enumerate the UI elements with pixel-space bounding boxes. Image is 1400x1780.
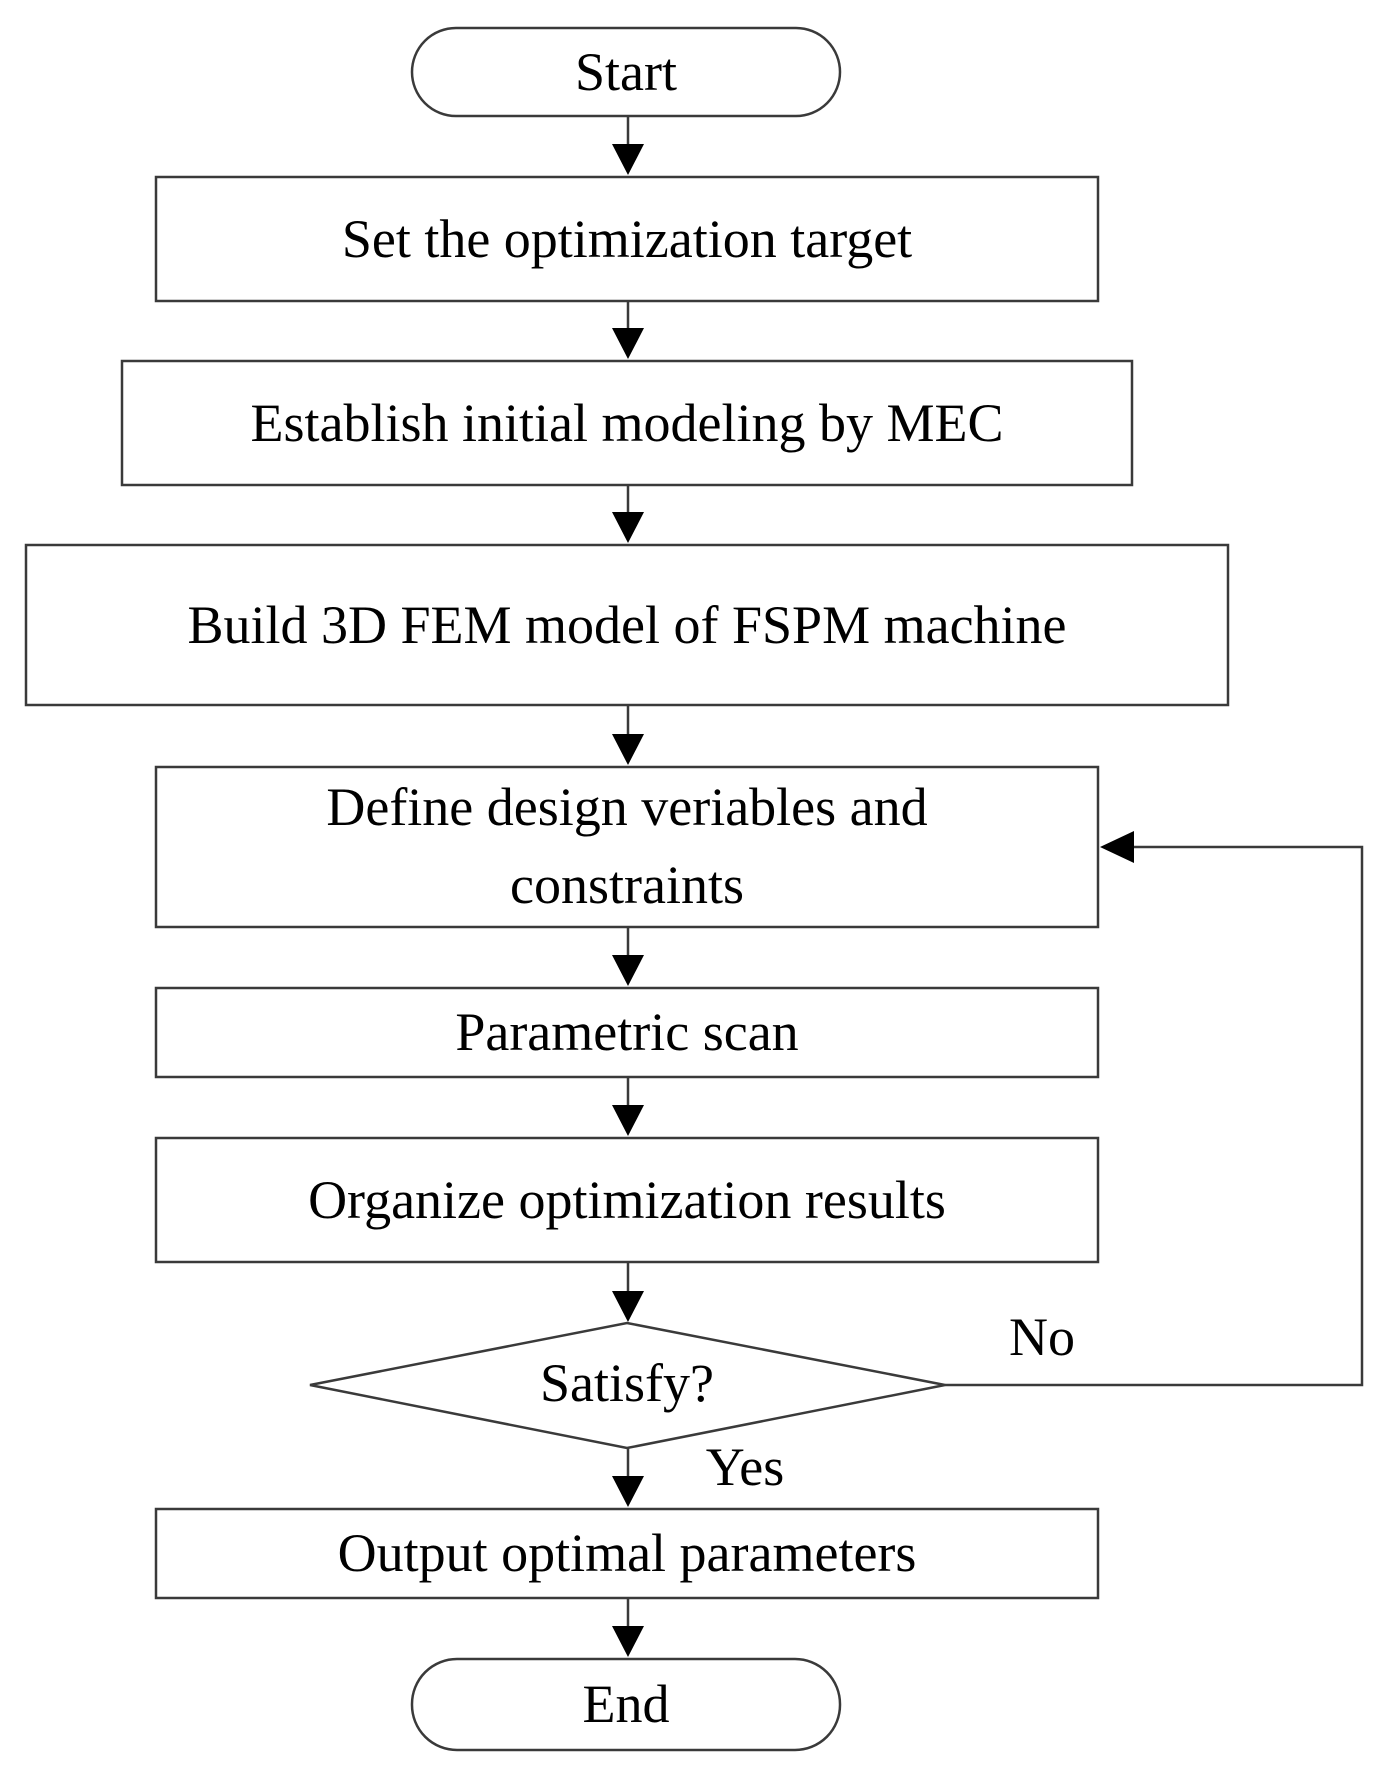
output-parameters-label: Output optimal parameters	[338, 1523, 917, 1583]
connector-establish-to-build	[612, 485, 644, 543]
arrowhead-icon	[612, 1291, 644, 1322]
arrowhead-icon	[1100, 831, 1134, 863]
arrowhead-icon	[612, 1626, 644, 1657]
arrowhead-icon	[612, 1476, 644, 1507]
start-terminator	[410, 26, 842, 118]
connector-satisfy-to-output	[612, 1448, 644, 1507]
connector-scan-to-organize	[612, 1077, 644, 1136]
end-label: End	[583, 1674, 670, 1734]
end-terminator	[410, 1657, 842, 1752]
connector-target-to-establish	[612, 301, 644, 359]
connector-start-to-target	[612, 116, 644, 175]
satisfy-label: Satisfy?	[540, 1353, 714, 1413]
organize-results-label: Organize optimization results	[308, 1170, 946, 1230]
connector-organize-to-satisfy	[612, 1262, 644, 1322]
arrowhead-icon	[612, 512, 644, 543]
output-parameters-box	[154, 1507, 1100, 1600]
set-target-label: Set the optimization target	[342, 209, 912, 269]
define-variables-box	[154, 765, 1100, 929]
start-label: Start	[575, 42, 677, 102]
arrowhead-icon	[612, 1105, 644, 1136]
define-variables-label-line1: Define design veriables and	[326, 777, 927, 837]
arrowhead-icon	[612, 328, 644, 359]
arrowhead-icon	[612, 955, 644, 986]
build-fem-label: Build 3D FEM model of FSPM machine	[187, 595, 1066, 655]
set-target-box	[154, 175, 1100, 303]
connector-output-to-end	[612, 1598, 644, 1657]
connector-no-loop	[945, 831, 1364, 1387]
arrowhead-icon	[612, 144, 644, 175]
connector-define-to-scan	[612, 927, 644, 986]
no-branch-label: No	[1009, 1307, 1075, 1367]
parametric-scan-label: Parametric scan	[455, 1002, 798, 1062]
establish-modeling-label: Establish initial modeling by MEC	[251, 393, 1004, 453]
connector-build-to-define	[612, 705, 644, 765]
define-variables-label-line2: constraints	[510, 855, 744, 915]
arrowhead-icon	[612, 734, 644, 765]
establish-modeling-box	[120, 359, 1134, 487]
build-fem-box	[24, 543, 1230, 707]
yes-branch-label: Yes	[706, 1437, 785, 1497]
